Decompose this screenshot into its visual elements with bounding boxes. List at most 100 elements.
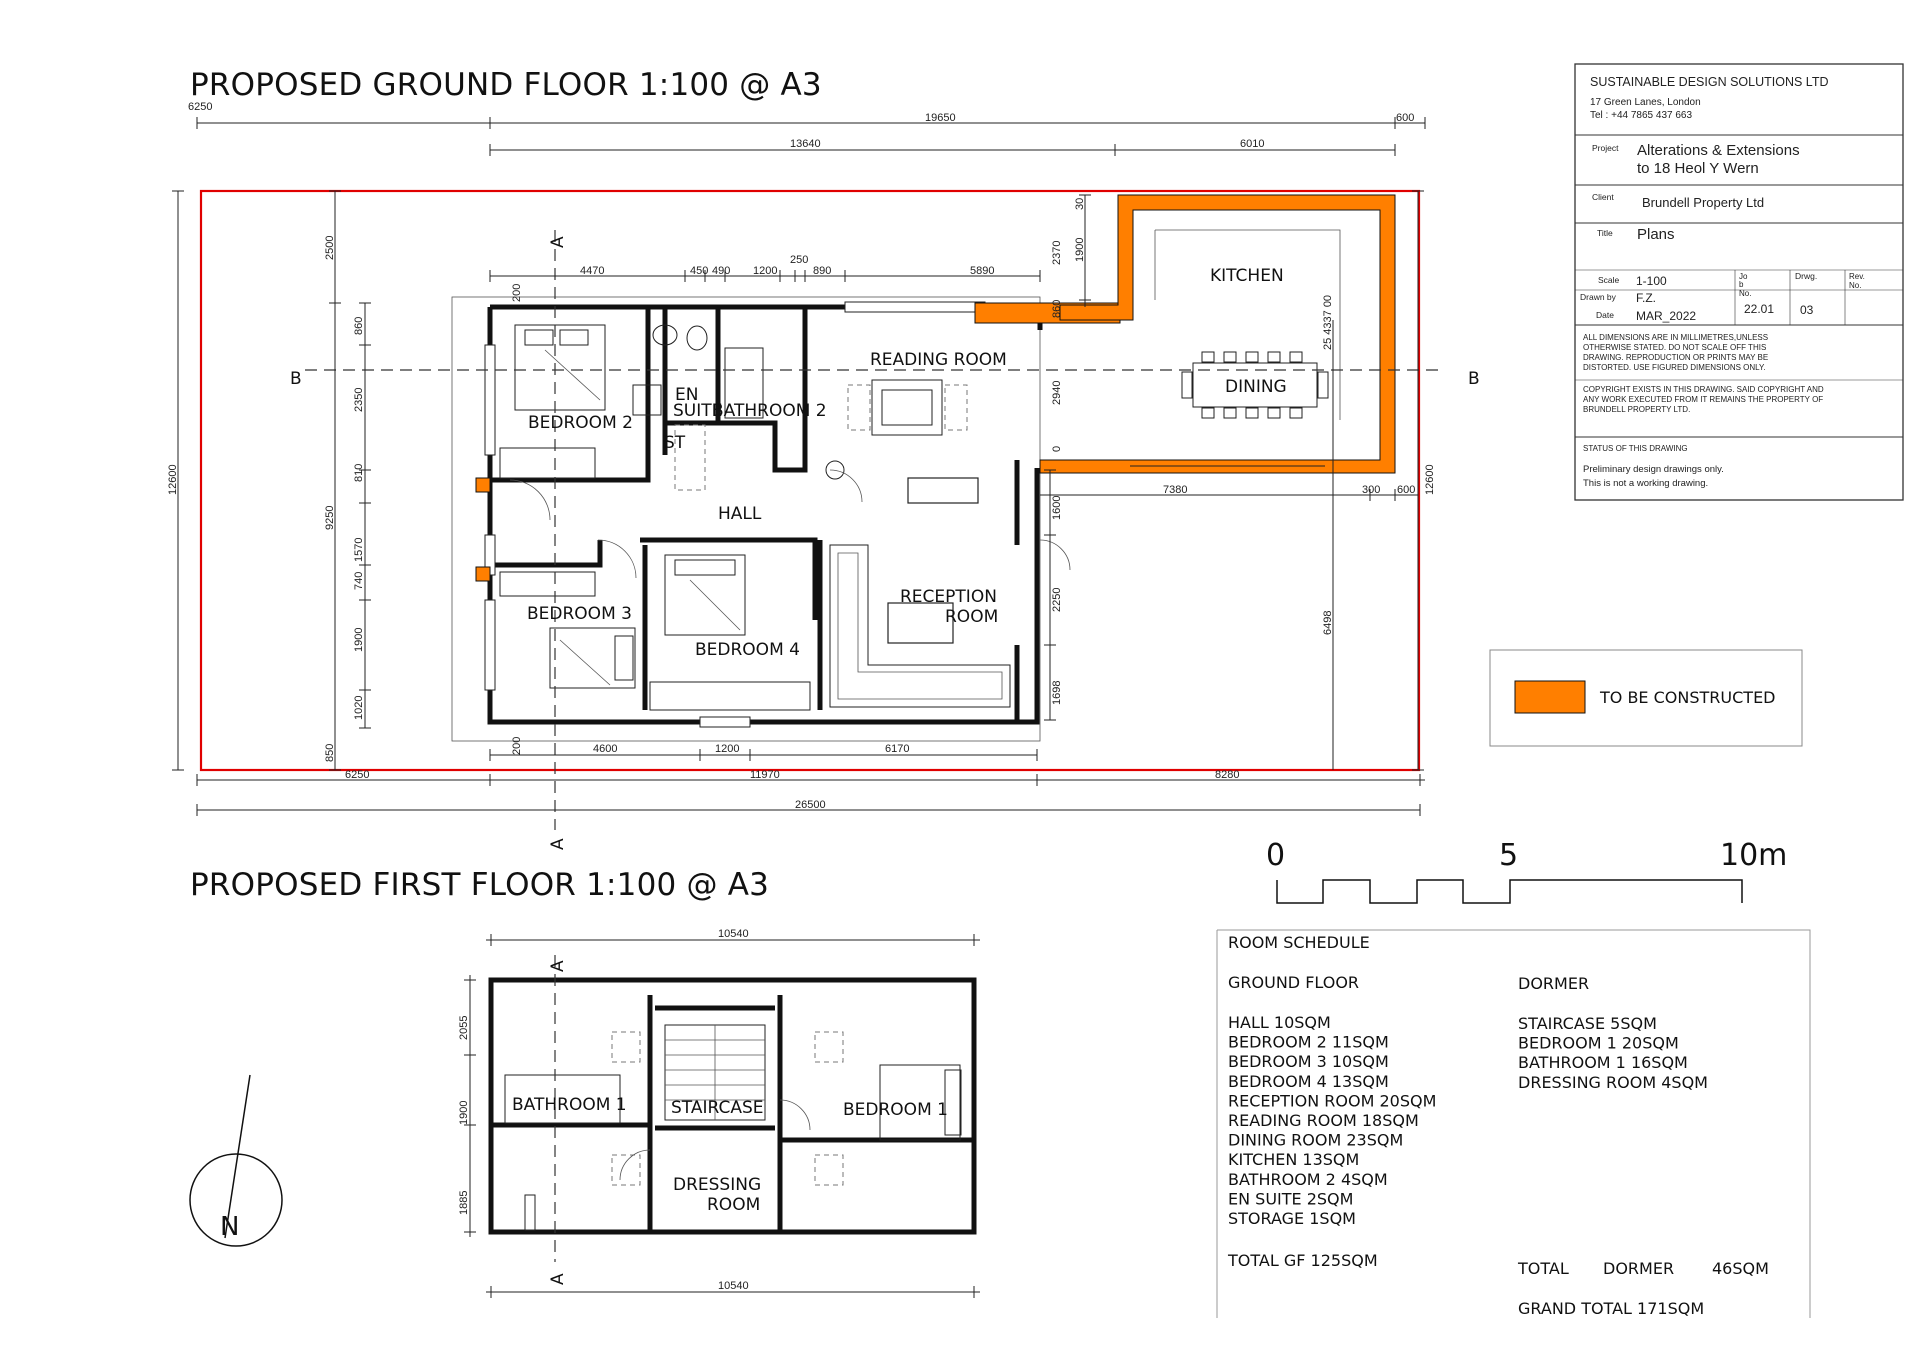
legend: TO BE CONSTRUCTED xyxy=(1489,649,1803,747)
section-a-top-first: A xyxy=(548,960,568,972)
label-staircase: STAIRCASE xyxy=(671,1098,764,1118)
north-label: N xyxy=(220,1212,239,1242)
drawing-number: 03 xyxy=(1800,303,1814,317)
dim-4600: 4600 xyxy=(593,743,617,755)
schedule-grand-total: GRAND TOTAL 171SQM xyxy=(1518,1299,1704,1318)
company-name: SUSTAINABLE DESIGN SOLUTIONS LTD xyxy=(1590,75,1828,89)
dim-860-right: 860 xyxy=(1051,300,1063,318)
dim-1200-top: 1200 xyxy=(753,265,777,277)
bed-bedroom2 xyxy=(514,324,606,411)
north-circle-icon xyxy=(189,1153,283,1247)
ground-dimensions xyxy=(172,117,1426,816)
drwg-label: Drwg. xyxy=(1795,271,1817,281)
schedule-item: BEDROOM 2 11SQM xyxy=(1228,1033,1389,1052)
label-dressing: DRESSING xyxy=(673,1175,761,1195)
legend-swatch xyxy=(1514,680,1586,714)
drawing-title: Plans xyxy=(1637,226,1675,243)
schedule-total-gf: TOTAL GF 125SQM xyxy=(1227,1251,1378,1270)
dim-300: 300 xyxy=(1362,484,1380,496)
dim-200-bottom: 200 xyxy=(511,737,523,755)
status-line-2: This is not a working drawing. xyxy=(1583,478,1708,489)
dim-30: 30 xyxy=(1074,198,1086,210)
rev-label-2: No. xyxy=(1849,281,1861,290)
scale-bar-icon xyxy=(1276,879,1743,904)
dim-9250: 9250 xyxy=(324,506,336,530)
label-kitchen: KITCHEN xyxy=(1210,266,1284,286)
schedule-item: KITCHEN 13SQM xyxy=(1228,1150,1359,1169)
dim-1900-first: 1900 xyxy=(458,1101,470,1125)
label-en: EN xyxy=(675,385,698,405)
section-b-right: B xyxy=(1468,369,1480,389)
label-reception-room: ROOM xyxy=(945,607,998,627)
job-number: 22.01 xyxy=(1744,302,1774,316)
extension-walls xyxy=(1039,194,1396,474)
dim-200-top: 200 xyxy=(511,284,523,302)
dim-2500: 2500 xyxy=(324,236,336,260)
dim-1900-right: 1900 xyxy=(1074,238,1086,262)
dim-810: 810 xyxy=(353,464,365,482)
label-bedroom-2: BEDROOM 2 xyxy=(528,413,633,433)
schedule-item: BEDROOM 4 13SQM xyxy=(1228,1072,1389,1091)
dim-11970: 11970 xyxy=(750,769,780,781)
scale-0: 0 xyxy=(1266,838,1285,873)
label-bathroom-2: BATHROOM 2 xyxy=(712,401,827,421)
schedule-heading: ROOM SCHEDULE xyxy=(1228,933,1370,952)
dim-2370: 2370 xyxy=(1051,241,1063,265)
dim-1885: 1885 xyxy=(458,1191,470,1215)
dim-12600-left: 12600 xyxy=(167,464,179,495)
first-dimensions xyxy=(464,934,980,1298)
dim-0: 0 xyxy=(1051,446,1063,452)
bed-bedroom3 xyxy=(549,627,636,689)
schedule-total-label: TOTAL xyxy=(1517,1259,1569,1278)
note-1-line-3: DRAWING. REPRODUCTION OR PRINTS MAY BE xyxy=(1583,353,1768,362)
label-bedroom-3: BEDROOM 3 xyxy=(527,604,632,624)
coffee-table xyxy=(907,477,979,504)
schedule-item: HALL 10SQM xyxy=(1228,1013,1331,1032)
status-label: STATUS OF THIS DRAWING xyxy=(1583,444,1688,453)
scale-value: 1-100 xyxy=(1636,274,1667,288)
section-b-left: B xyxy=(290,369,302,389)
section-a-bottom-first: A xyxy=(548,1273,568,1285)
schedule-total-dormer: 46SQM xyxy=(1712,1259,1769,1278)
dim-1020: 1020 xyxy=(353,696,365,720)
dim-2350: 2350 xyxy=(353,388,365,412)
rev-label-1: Rev. xyxy=(1849,272,1865,281)
label-bedroom-1: BEDROOM 1 xyxy=(843,1100,948,1120)
dim-6010: 6010 xyxy=(1240,138,1264,150)
note-1-line-4: DISTORTED. USE FIGURED DIMENSIONS ONLY. xyxy=(1583,363,1766,372)
dim-600-top: 600 xyxy=(1396,112,1414,124)
project-line-1: Alterations & Extensions xyxy=(1637,142,1800,159)
dim-1200-bottom: 1200 xyxy=(715,743,739,755)
note-1-line-2: OTHERWISE STATED. DO NOT SCALE OFF THIS xyxy=(1583,343,1766,352)
label-st: ST xyxy=(664,433,686,453)
drawn-label: Drawn by xyxy=(1580,292,1617,302)
schedule-item: BEDROOM 1 20SQM xyxy=(1518,1034,1679,1053)
dim-10540-bottom: 10540 xyxy=(718,1280,749,1292)
site-boundary xyxy=(199,189,1421,772)
client-label: Client xyxy=(1592,192,1614,202)
job-label-1: Jo xyxy=(1739,272,1748,281)
dim-7380: 7380 xyxy=(1163,484,1187,496)
dim-5890: 5890 xyxy=(970,265,994,277)
sofa-reading xyxy=(871,379,943,436)
dim-4470: 4470 xyxy=(580,265,604,277)
dim-2940: 2940 xyxy=(1051,381,1063,405)
company-tel: Tel : +44 7865 437 663 xyxy=(1590,110,1692,121)
legend-label: TO BE CONSTRUCTED xyxy=(1599,688,1776,707)
schedule-item: RECEPTION ROOM 20SQM xyxy=(1228,1091,1436,1110)
schedule-item: DRESSING ROOM 4SQM xyxy=(1518,1073,1708,1092)
dim-6498: 6498 xyxy=(1322,611,1334,635)
dim-1570: 1570 xyxy=(353,538,365,562)
dim-740: 740 xyxy=(353,572,365,590)
job-label-3: No. xyxy=(1739,289,1751,298)
schedule-item: STAIRCASE 5SQM xyxy=(1518,1014,1657,1033)
schedule-item: EN SUITE 2SQM xyxy=(1228,1189,1353,1208)
dim-19650: 19650 xyxy=(925,112,956,124)
schedule-item: BATHROOM 1 16SQM xyxy=(1518,1053,1688,1072)
dim-1698: 1698 xyxy=(1051,681,1063,705)
date-value: MAR_2022 xyxy=(1636,309,1696,323)
dim-6170: 6170 xyxy=(885,743,909,755)
north-arrow: N xyxy=(189,1074,283,1247)
dim-850: 850 xyxy=(324,744,336,762)
